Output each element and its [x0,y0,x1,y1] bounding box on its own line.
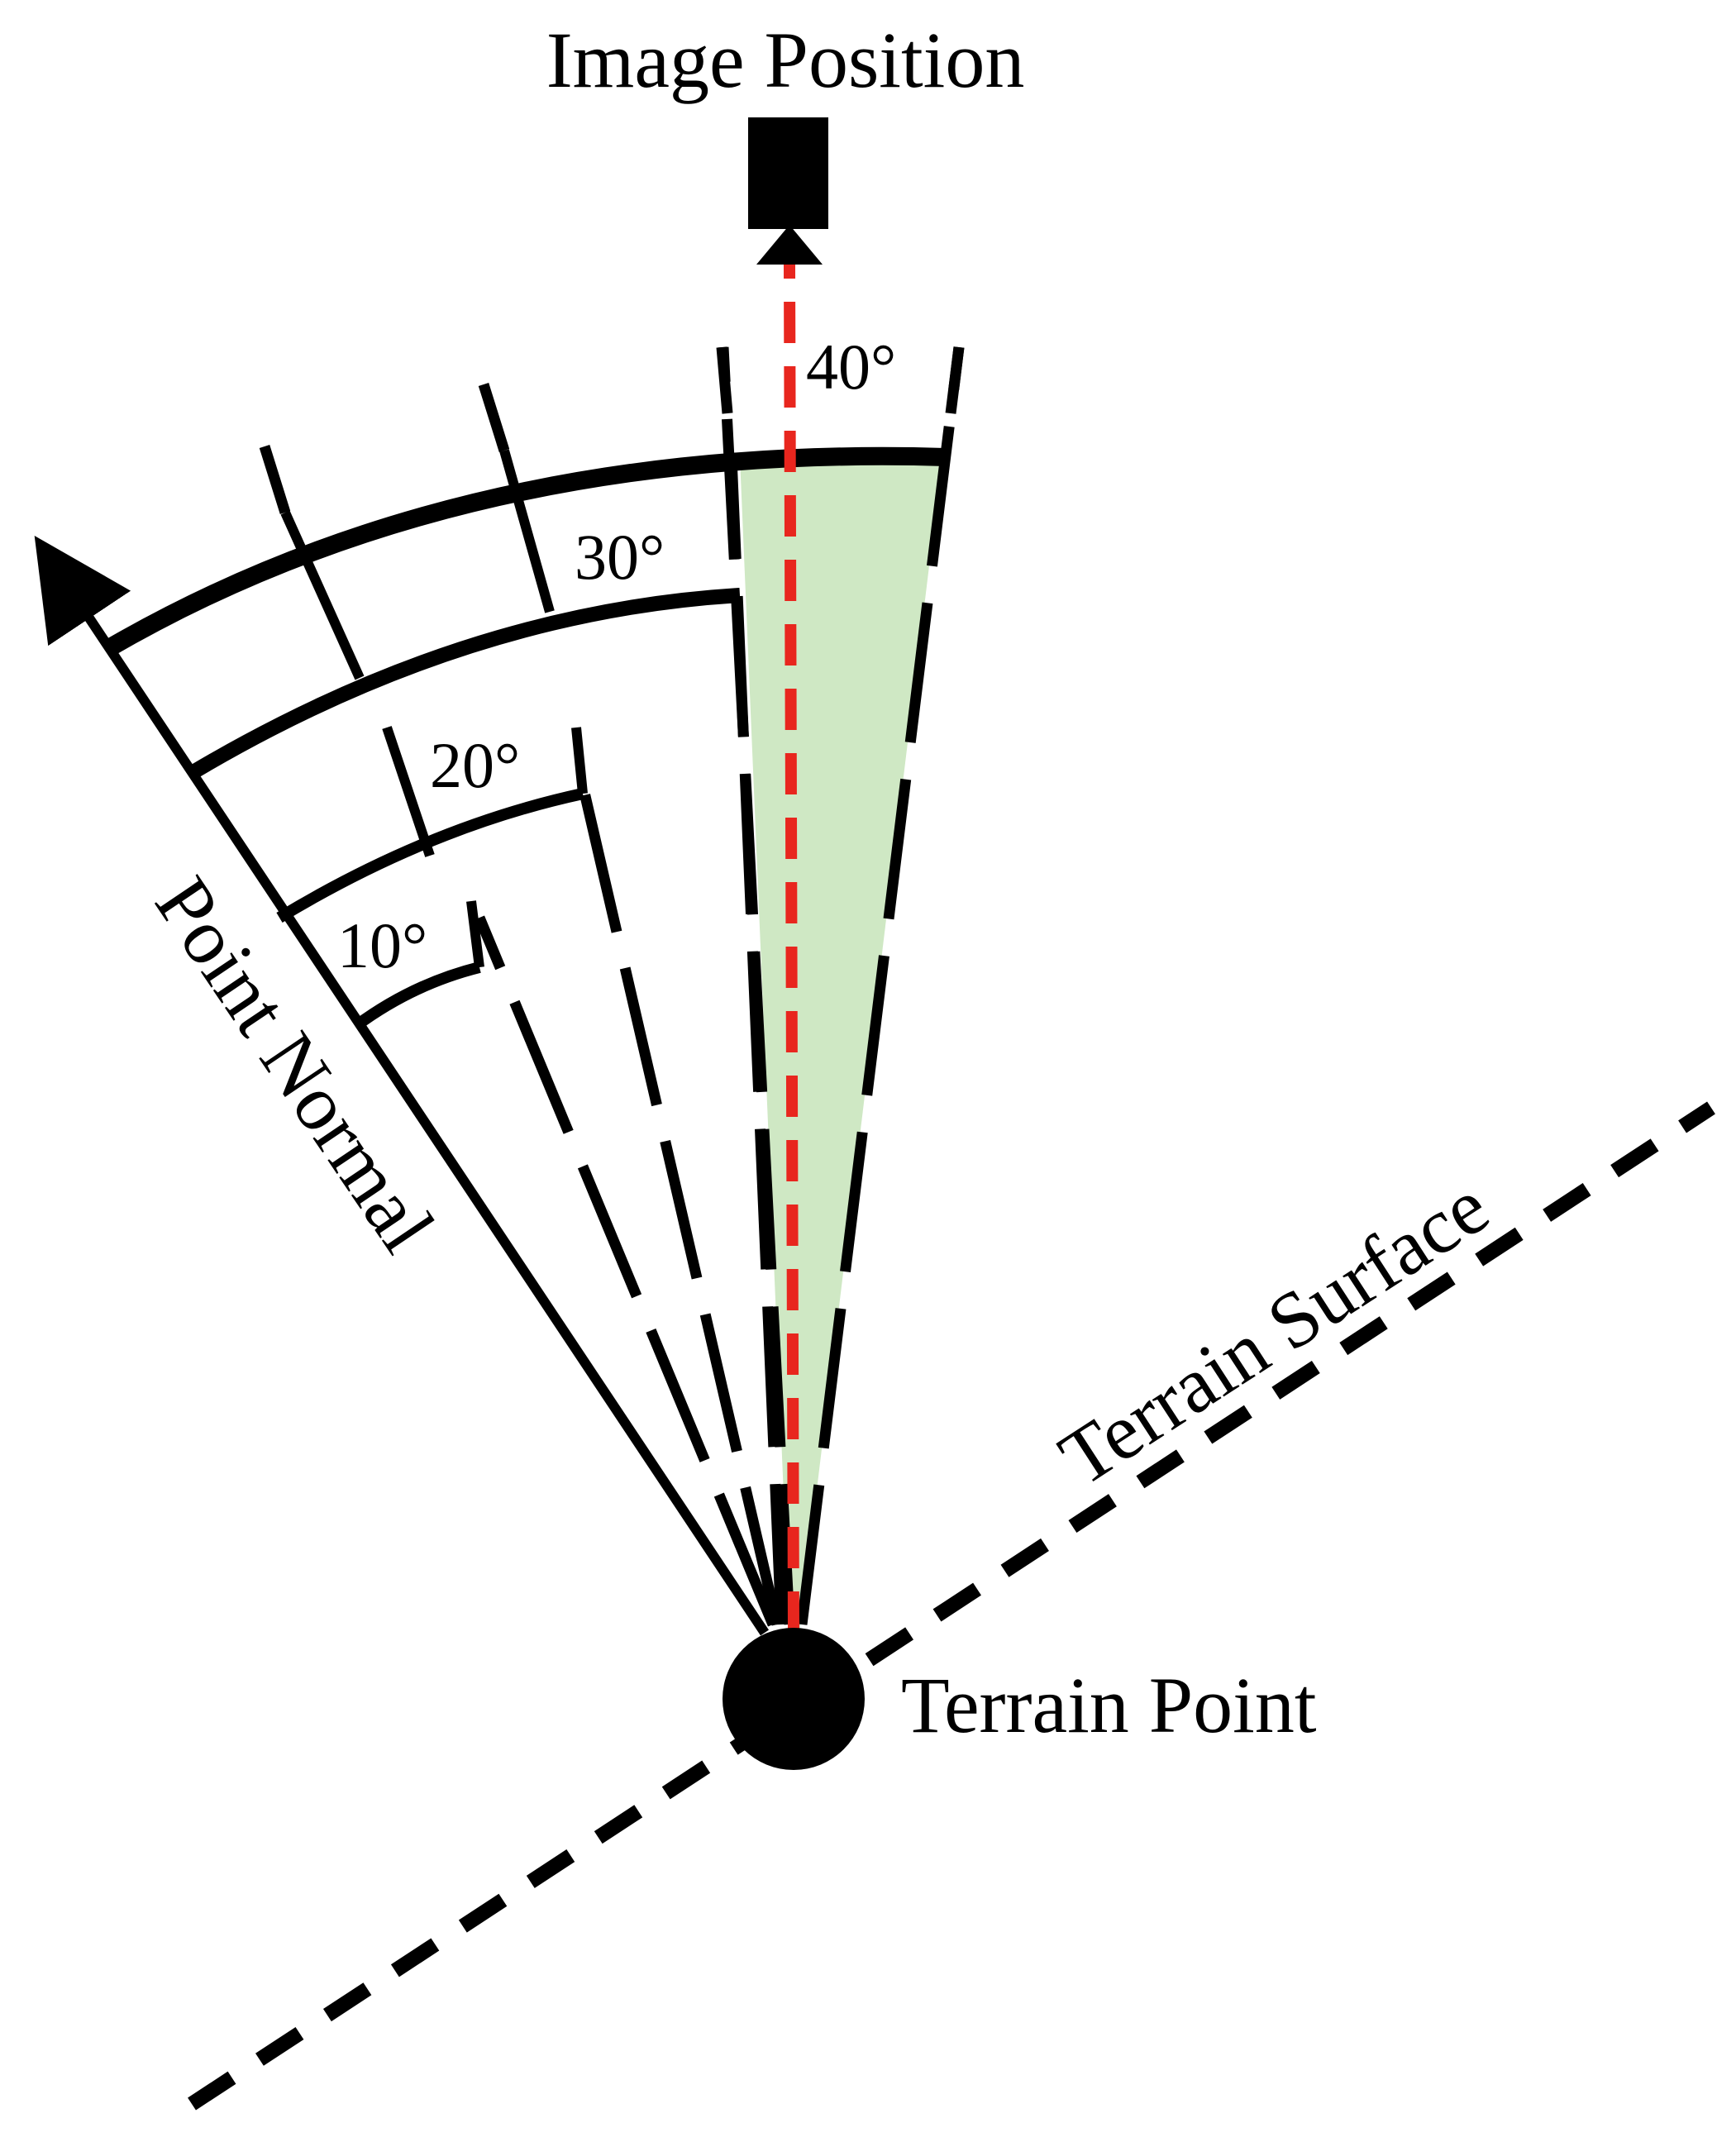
arc-dividers [280,449,588,968]
divider-d [571,727,588,794]
angle-label-30: 30° [575,521,665,593]
tick-outer-2 [478,383,510,452]
view-cone-fill [740,457,942,1633]
spoke-40-left [718,346,795,1625]
arc-30 [188,588,741,780]
tick-outer-4 [945,346,965,414]
spoke-20 [577,784,783,1626]
image-position-label: Image Position [546,16,1025,104]
angle-label-40: 40° [806,331,896,403]
outer-ticks [259,346,965,514]
arc-10 [353,961,481,1030]
view-ray [784,264,799,1634]
terrain-point-label: Terrain Point [901,1661,1317,1749]
divider-b [499,449,555,613]
camera-icon [748,117,828,265]
spoke-10 [474,915,779,1627]
terrain-surface-label: Terrain Surface [1044,1162,1504,1503]
angle-spokes [474,346,965,1627]
arc-20 [276,788,584,923]
angle-label-10: 10° [337,909,427,981]
divider-a [280,510,365,680]
terrain-point-marker [723,1628,865,1770]
point-normal-line [34,536,769,1636]
angle-arcs [103,446,947,1030]
arc-40 [103,446,947,657]
tick-outer-3 [716,346,733,414]
spoke-40-right [796,346,965,1625]
terrain-surface-line [188,1101,1715,2111]
tick-outer-1 [259,445,291,514]
angle-label-20: 20° [430,729,520,801]
divider-e [466,900,484,968]
divider-c [382,726,435,857]
